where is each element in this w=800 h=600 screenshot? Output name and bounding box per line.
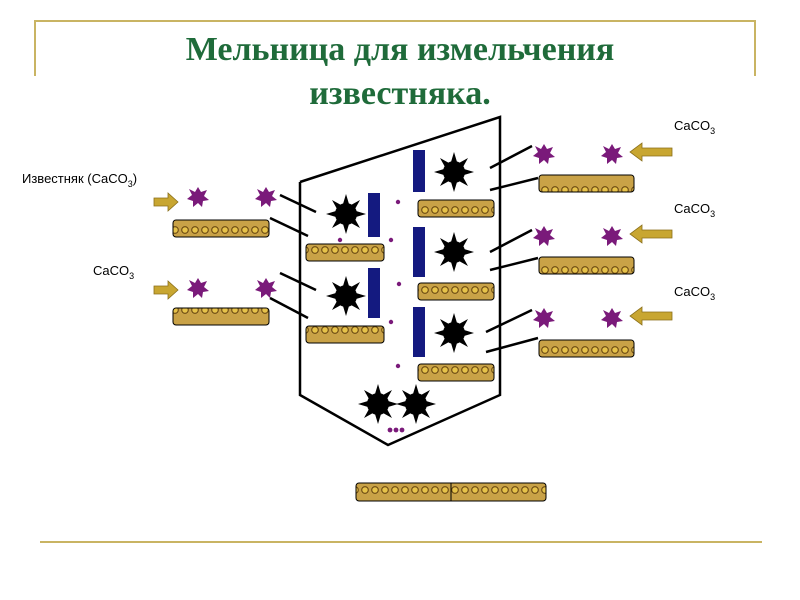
feed-arrow-icon bbox=[153, 280, 179, 300]
mill-body-outline bbox=[298, 115, 502, 447]
crusher-wheel-icon bbox=[396, 384, 436, 424]
belt-left-upper bbox=[172, 219, 270, 238]
impact-plate-icon bbox=[413, 227, 425, 277]
caco3-label-right-1: CaCO3 bbox=[674, 118, 715, 136]
impact-plate-icon bbox=[368, 268, 380, 318]
crusher-wheel-icon bbox=[434, 232, 474, 272]
impact-plate-icon bbox=[413, 150, 425, 192]
limestone-crystal-icon bbox=[601, 144, 623, 164]
belt-inner-left-2 bbox=[305, 325, 385, 344]
limestone-crystal-icon bbox=[601, 226, 623, 246]
conveyor-belts bbox=[172, 174, 635, 502]
feed-arrow-icon bbox=[629, 224, 673, 244]
caco3-label-right-2: CaCO3 bbox=[674, 201, 715, 219]
crusher-wheel-icon bbox=[326, 194, 366, 234]
impact-plate-icon bbox=[368, 193, 380, 237]
limestone-crystal-icon bbox=[187, 187, 209, 207]
impact-plate-icon bbox=[413, 307, 425, 357]
mill-housing bbox=[298, 115, 502, 447]
crushed-particles bbox=[337, 199, 405, 433]
limestone-crystal-icon bbox=[533, 226, 555, 246]
crusher-wheel-icon bbox=[358, 384, 398, 424]
frame-bottom-line bbox=[40, 541, 762, 543]
frame-left-line bbox=[34, 20, 36, 76]
belt-right-2 bbox=[538, 256, 635, 275]
frame-top-line bbox=[34, 20, 756, 22]
title-line-2: известняка. bbox=[309, 75, 491, 112]
belt-inner-right-1 bbox=[417, 199, 495, 218]
limestone-crystal-icon bbox=[533, 144, 555, 164]
crusher-wheel-icon bbox=[326, 276, 366, 316]
crusher-wheel-icon bbox=[434, 152, 474, 192]
belt-inner-right-3 bbox=[417, 363, 495, 382]
slide-title: Мельница для измельчения известняка. bbox=[60, 28, 740, 116]
feed-arrow-icon bbox=[153, 192, 179, 212]
caco3-label-left: CaCO3 bbox=[93, 263, 134, 281]
belt-inner-left-1 bbox=[305, 243, 385, 262]
limestone-crystal-icon bbox=[255, 278, 277, 298]
belt-right-1 bbox=[538, 174, 635, 193]
feed-chutes bbox=[269, 144, 539, 354]
limestone-crystal-icon bbox=[255, 187, 277, 207]
limestone-crystal-icon bbox=[533, 308, 555, 328]
belt-inner-right-2 bbox=[417, 282, 495, 301]
feed-arrow-icon bbox=[629, 142, 673, 162]
belt-right-3 bbox=[538, 339, 635, 358]
limestone-input-label: Известняк (CaCO3) bbox=[22, 171, 137, 189]
feed-arrow-icon bbox=[629, 306, 673, 326]
limestone-crystal-icon bbox=[601, 308, 623, 328]
title-line-1: Мельница для измельчения bbox=[185, 31, 615, 68]
impact-plates bbox=[368, 150, 425, 357]
belt-left-lower bbox=[172, 307, 270, 326]
frame-right-line bbox=[754, 20, 756, 76]
caco3-label-right-3: CaCO3 bbox=[674, 284, 715, 302]
limestone-crystal-icon bbox=[187, 278, 209, 298]
crusher-wheel-icon bbox=[434, 313, 474, 353]
